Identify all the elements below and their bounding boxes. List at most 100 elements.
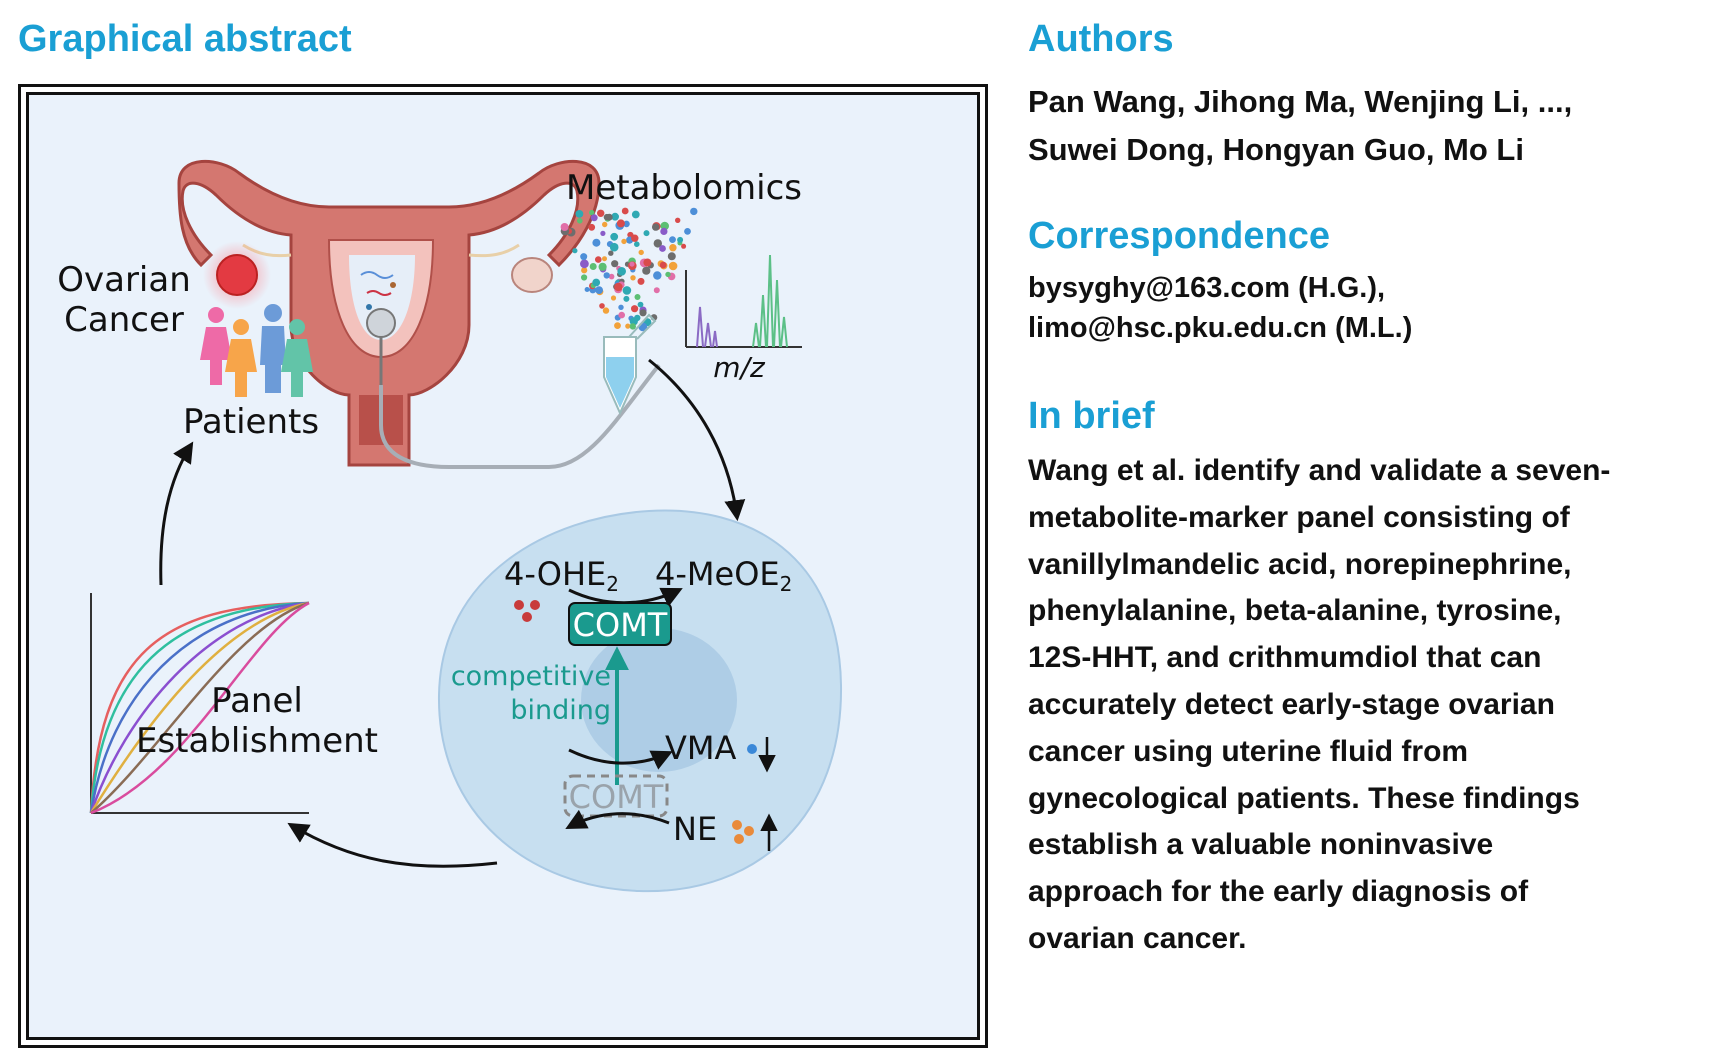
metabolite-dot: [602, 221, 608, 228]
sample-tube-icon: [603, 313, 657, 416]
ovarian-cancer-label-line1: Ovarian: [57, 260, 191, 300]
metabolite-dot: [639, 309, 647, 317]
in-brief-line: gynecological patients. These findings: [1028, 781, 1580, 815]
in-brief-line: Wang et al. identify and validate a seve…: [1028, 454, 1611, 487]
metabolite-dot: [595, 286, 603, 294]
metabolite-dot: [681, 243, 687, 249]
metabolite-dot: [660, 227, 668, 235]
metabolite-dot: [575, 210, 584, 218]
correspondence-emails: bysyghy@163.com (H.G.), limo@hsc.pku.edu…: [1028, 268, 1412, 348]
in-brief-line: accurately detect early-stage ovarian: [1028, 687, 1555, 721]
metabolite-dot: [675, 217, 681, 223]
in-brief-line: vanillylmandelic acid, norepinephrine,: [1028, 547, 1572, 581]
in-brief-line: cancer using uterine fluid from: [1028, 734, 1469, 768]
metabolite-dot: [598, 262, 607, 271]
vma-label: VMA: [665, 729, 737, 767]
metabolite-dot: [572, 248, 578, 254]
graphical-abstract-figure: Ovarian Cancer Patients Metabolomics: [26, 92, 980, 1040]
metabolite-dot: [608, 273, 615, 280]
arrow-to-patients: [159, 441, 194, 586]
in-brief-line: approach for the early diagnosis of: [1028, 875, 1529, 909]
authors-line: Pan Wang, Jihong Ma, Wenjing Li, ...,: [1028, 84, 1573, 119]
metabolite-dot: [617, 267, 626, 276]
ohe2-label: 4-OHE2: [504, 555, 619, 596]
metabolite-dot: [677, 236, 684, 243]
metabolite-dot: [634, 241, 640, 247]
metabolite-dot: [581, 267, 588, 274]
graphical-abstract-title: Graphical abstract: [18, 18, 352, 60]
correspondence-email[interactable]: limo@hsc.pku.edu.cn (M.L.): [1028, 312, 1413, 344]
metabolite-dot: [580, 259, 589, 269]
metabolite-dot: [652, 223, 660, 231]
ne-arrow: [565, 809, 670, 829]
ovarian-cancer-label-line2: Cancer: [64, 300, 184, 340]
metabolite-dot: [611, 212, 619, 221]
metabolite-dot: [630, 275, 636, 281]
metabolite-dot: [668, 261, 678, 271]
in-brief-line: ovarian cancer.: [1028, 921, 1247, 955]
roc-curves-panel: [89, 593, 310, 815]
metabolite-dot: [589, 263, 597, 270]
patients-icon: [200, 304, 313, 397]
metabolite-dot: [600, 230, 606, 236]
metabolite-dot: [589, 209, 595, 216]
article-info-section: Authors Pan Wang, Jihong Ma, Wenjing Li,…: [1028, 0, 1718, 1052]
metabolite-dot: [634, 314, 641, 322]
metabolite-dot: [560, 223, 569, 231]
graphical-abstract-section: Graphical abstract: [18, 0, 998, 1052]
authors-line: Suwei Dong, Hongyan Guo, Mo Li: [1028, 132, 1524, 167]
competitive-label-line1: competitive: [451, 661, 611, 692]
metabolite-dot: [616, 219, 625, 228]
metabolite-dot: [665, 271, 671, 278]
metabolite-dots: [560, 207, 698, 332]
graphical-abstract-svg: Ovarian Cancer Patients Metabolomics: [57, 160, 843, 893]
competitive-label-line2: binding: [510, 695, 611, 726]
metabolite-dot: [614, 322, 621, 329]
arrow-to-panel: [287, 822, 498, 868]
metabolite-dot: [622, 286, 632, 295]
metabolite-dot: [625, 323, 631, 329]
metabolite-dot: [643, 258, 652, 267]
metabolite-dot: [638, 249, 644, 256]
metabolite-dot: [690, 207, 698, 216]
vma-arrow: [568, 748, 673, 770]
metabolite-dot: [608, 250, 614, 256]
metabolite-dot: [610, 295, 617, 301]
metabolite-dot: [667, 252, 676, 261]
metabolite-dot: [629, 261, 635, 267]
metabolite-dot: [684, 228, 691, 235]
metabolite-dot: [629, 323, 636, 330]
in-brief-line: establish a valuable noninvasive: [1028, 828, 1494, 862]
comt-inactive-box: [563, 774, 669, 818]
ne-dots: [732, 820, 754, 844]
metabolite-dot: [611, 260, 619, 268]
metabolite-dot: [631, 234, 639, 242]
panel-label-line2: Establishment: [136, 721, 378, 761]
metabolite-dot: [621, 238, 627, 245]
metabolite-dot: [653, 239, 662, 248]
ne-label: NE: [673, 810, 717, 848]
ohe2-dots: [514, 600, 540, 622]
mz-label: m/z: [713, 351, 766, 384]
metabolite-dot: [603, 213, 611, 221]
metabolite-dot: [623, 220, 630, 228]
comt-inactive-label: COMT: [569, 778, 664, 816]
metabolite-dot: [580, 253, 588, 261]
authors-list: Pan Wang, Jihong Ma, Wenjing Li, ..., Su…: [1028, 78, 1572, 174]
correspondence-email[interactable]: bysyghy@163.com (H.G.),: [1028, 272, 1386, 304]
in-brief-line: 12S-HHT, and crithmumdiol that can: [1028, 641, 1542, 675]
metabolite-dot: [618, 311, 625, 319]
metabolite-dot: [614, 282, 623, 292]
metabolite-dot: [603, 272, 610, 279]
metabolite-dot: [659, 245, 666, 252]
metabolite-dot: [588, 223, 596, 231]
metabolite-dot: [597, 209, 605, 217]
metabolite-dot: [623, 295, 630, 302]
metabolite-dot: [653, 271, 662, 280]
metabolite-dot: [669, 244, 677, 252]
metabolite-dot: [618, 304, 624, 310]
metabolite-dot: [590, 214, 598, 222]
graphical-abstract-frame: Ovarian Cancer Patients Metabolomics: [18, 84, 988, 1048]
metabolite-dot: [595, 256, 602, 263]
in-brief-text: Wang et al. identify and validate a seve…: [1028, 448, 1688, 963]
